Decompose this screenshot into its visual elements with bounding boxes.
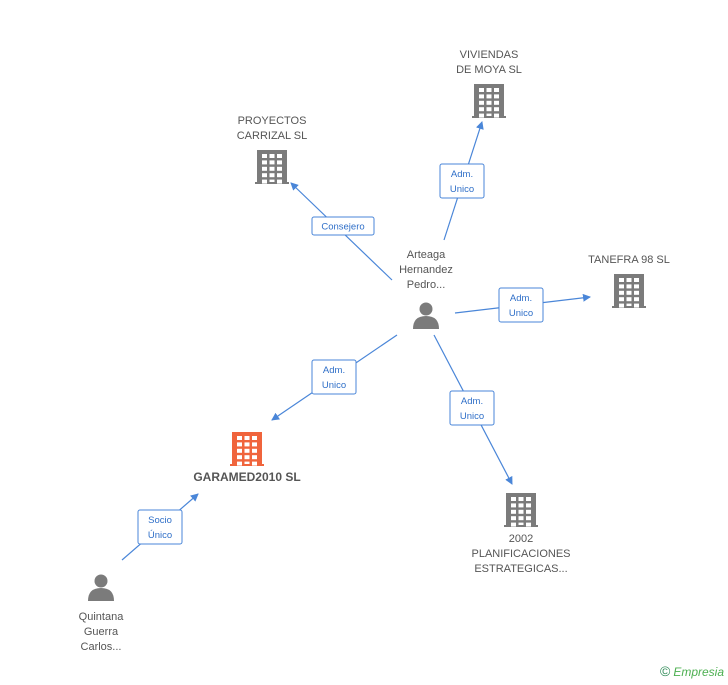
node-label: DE MOYA SL [456,64,522,76]
edge-label-box [439,163,485,199]
edge-label-box [498,287,544,323]
node-label: VIVIENDAS [460,49,519,61]
edge-label-text: Unico [460,411,484,422]
node-carlos[interactable]: QuintanaGuerraCarlos... [79,574,125,654]
node-pedro[interactable]: ArteagaHernandezPedro... [399,249,453,329]
edge-label-text: Adm. [510,293,532,304]
edge-label-text: Único [148,530,172,541]
node-label: PROYECTOS [238,115,307,127]
node-label: 2002 [509,533,533,545]
node-carrizal[interactable]: PROYECTOS CARRIZAL SL [237,115,308,184]
edge-label-box [449,390,495,426]
node-garamed[interactable]: GARAMED2010 SL [193,432,301,484]
person-icon [88,574,114,601]
node-viviendas[interactable]: VIVIENDAS DE MOYA SL [456,49,522,118]
edge-label-box [311,359,357,395]
copyright-symbol: © [659,663,671,679]
node-label: Arteaga [407,249,446,261]
node-label: Carlos... [81,641,122,653]
building-icon [612,274,646,308]
building-icon [230,432,264,466]
edge-pedro-garamed: Adm. Unico [271,334,398,421]
building-icon [255,150,289,184]
building-icon [472,84,506,118]
edge-label-text: Unico [322,380,346,391]
node-label: Quintana [79,611,125,623]
edge-pedro-viviendas: Adm. Unico [439,121,485,241]
person-icon [413,302,439,329]
node-label: GARAMED2010 SL [193,470,300,484]
edges-layer: Adm.UnicoConsejeroAdm.UnicoAdm.UnicoAdm.… [121,121,591,561]
edge-pedro-tanefra: Adm. Unico [454,287,591,323]
building-icon [504,493,538,527]
edge-label-text: Unico [450,184,474,195]
node-label: CARRIZAL SL [237,130,308,142]
edge-label-text: Consejero [321,222,364,233]
node-label: TANEFRA 98 SL [588,254,670,266]
edge-label-box [137,509,183,545]
edge-label-box [311,216,375,236]
node-label: Guerra [84,626,119,638]
edge-pedro-carrizal: Consejero [290,182,393,281]
node-label: Hernandez [399,264,453,276]
footer-credit: ©Empresia [660,663,724,679]
brand-logo: Empresia [673,665,724,679]
edge-label-text: Adm. [323,365,345,376]
edge-label-text: Adm. [451,169,473,180]
node-label: ESTRATEGICAS... [474,563,567,575]
edge-label-text: Socio [148,515,172,526]
node-label: PLANIFICACIONES [471,548,570,560]
node-tanefra[interactable]: TANEFRA 98 SL [588,254,670,308]
edge-pedro-planif: Adm. Unico [433,334,513,485]
edge-label-text: Adm. [461,396,483,407]
edge-label-text: Unico [509,308,533,319]
node-label: Pedro... [407,279,446,291]
